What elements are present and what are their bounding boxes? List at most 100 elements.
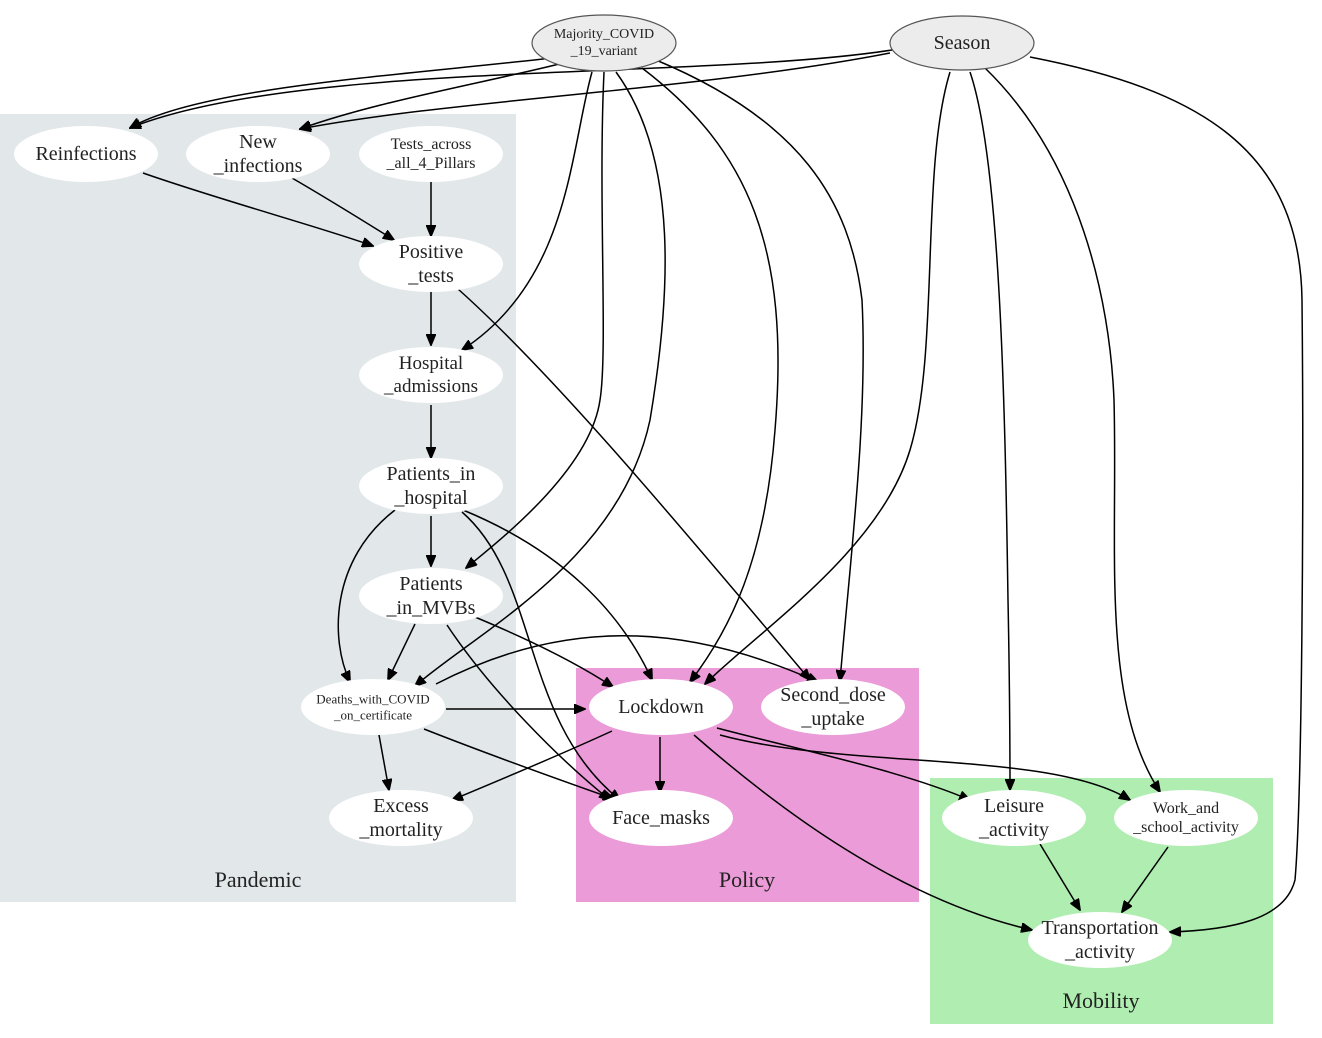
node-tests-across-all-4-pillars-shape bbox=[359, 126, 503, 182]
node-face-masks-shape bbox=[589, 790, 733, 846]
edge-lockdown-to-work-school bbox=[719, 734, 1130, 800]
edge-deaths-to-face-masks bbox=[423, 728, 614, 799]
node-excess-mortality-label-line-1: Excess bbox=[373, 795, 429, 817]
node-patients-in-mvbs: Patients_in_MVBs bbox=[359, 568, 503, 624]
edge-season-to-leisure bbox=[969, 71, 1010, 790]
node-patients-in-mvbs-label-line-1: Patients bbox=[399, 573, 463, 595]
node-work-and-school-activity-shape bbox=[1114, 790, 1258, 846]
node-new-infections-shape bbox=[186, 126, 330, 182]
node-reinfections-shape bbox=[14, 126, 158, 182]
edge-mvbs-to-face-masks bbox=[446, 624, 610, 800]
node-season-shape bbox=[889, 15, 1035, 71]
node-transportation-activity-label-line-2: _activity bbox=[1064, 941, 1135, 963]
edge-variant-to-patients-in-mvbs bbox=[466, 71, 605, 568]
node-season-label-line-1: Season bbox=[934, 32, 991, 54]
nodes: Majority_COVID _19_variant Season Reinfec… bbox=[14, 14, 1258, 968]
node-new-infections-label-line-2: _infections bbox=[213, 155, 303, 177]
node-patients-in-hospital-shape bbox=[359, 458, 503, 514]
node-new-infections: New_infections bbox=[186, 126, 330, 182]
node-majority-covid-variant-label-line-1: Majority_COVID bbox=[554, 27, 654, 42]
node-patients-in-hospital-label-line-2: _hospital bbox=[393, 487, 468, 509]
node-tests-across-all-4-pillars-label-line-1: Tests_across bbox=[391, 136, 472, 153]
cluster-policy-label: Policy bbox=[719, 867, 775, 892]
node-majority-covid-variant-shape bbox=[531, 14, 677, 72]
node-lockdown-label-line-1: Lockdown bbox=[618, 696, 704, 718]
node-hospital-admissions-shape bbox=[359, 347, 503, 403]
node-second-dose-uptake-shape bbox=[761, 679, 905, 735]
node-patients-in-mvbs-label-line-2: _in_MVBs bbox=[386, 597, 476, 619]
node-hospital-admissions-label-line-2: _admissions bbox=[383, 376, 478, 397]
node-deaths-with-covid-label-line-2: _on_certificate bbox=[333, 707, 412, 722]
node-work-and-school-activity-label-line-1: Work_and bbox=[1153, 800, 1219, 817]
node-face-masks-label-line-1: Face_masks bbox=[612, 807, 710, 829]
node-majority-covid-variant: Majority_COVID _19_variant bbox=[531, 14, 677, 72]
edge-deaths-to-excess-mortality bbox=[378, 734, 389, 790]
edge-season-to-reinfections bbox=[130, 49, 893, 128]
edges bbox=[130, 49, 1304, 932]
node-patients-in-hospital: Patients_in_hospital bbox=[359, 458, 503, 514]
node-deaths-with-covid: Deaths_with_COVID_on_certificate bbox=[301, 679, 445, 735]
edge-mvbs-to-lockdown bbox=[474, 616, 613, 687]
node-second-dose-uptake-label-line-2: _uptake bbox=[800, 708, 864, 730]
edge-new-infections-to-positive-tests bbox=[291, 177, 394, 240]
node-leisure-activity-shape bbox=[942, 790, 1086, 846]
node-leisure-activity-label-line-1: Leisure bbox=[984, 795, 1044, 817]
node-deaths-with-covid-shape bbox=[301, 679, 445, 735]
edge-season-to-lockdown bbox=[705, 71, 951, 684]
node-positive-tests: Positive_tests bbox=[359, 236, 503, 292]
node-leisure-activity: Leisure_activity bbox=[942, 790, 1086, 846]
node-hospital-admissions: Hospital_admissions bbox=[359, 347, 503, 403]
edge-mvbs-to-second-dose bbox=[435, 635, 818, 685]
node-patients-in-hospital-label-line-1: Patients_in bbox=[387, 463, 476, 485]
node-season: Season bbox=[889, 15, 1035, 71]
cluster-mobility-label: Mobility bbox=[1062, 988, 1139, 1013]
edge-variant-to-hospital-admissions bbox=[462, 71, 593, 350]
edge-reinfections-to-positive-tests bbox=[142, 172, 373, 246]
node-positive-tests-label-line-2: _tests bbox=[407, 265, 454, 287]
edge-patients-hospital-to-deaths bbox=[337, 509, 396, 682]
node-reinfections: Reinfections bbox=[14, 126, 158, 182]
edge-variant-to-deaths bbox=[415, 71, 666, 686]
node-lockdown-shape bbox=[589, 679, 733, 735]
edge-lockdown-to-transportation bbox=[693, 734, 1032, 930]
node-transportation-activity-shape bbox=[1028, 912, 1172, 968]
edge-season-to-transportation bbox=[1029, 56, 1304, 932]
node-excess-mortality: Excess_mortality bbox=[329, 790, 473, 846]
edge-variant-to-reinfections bbox=[130, 56, 561, 128]
edge-mvbs-to-deaths bbox=[388, 623, 416, 680]
node-excess-mortality-shape bbox=[329, 790, 473, 846]
cluster-pandemic-label: Pandemic bbox=[215, 867, 302, 892]
node-positive-tests-shape bbox=[359, 236, 503, 292]
node-second-dose-uptake-label-line-1: Second_dose bbox=[780, 684, 886, 706]
edge-leisure-to-transportation bbox=[1039, 843, 1080, 910]
edge-season-to-new-infections bbox=[300, 52, 891, 129]
edge-work-school-to-transportation bbox=[1122, 846, 1169, 912]
node-tests-across-all-4-pillars: Tests_across _all_4_Pillars bbox=[359, 126, 503, 182]
edge-lockdown-to-leisure bbox=[716, 727, 970, 800]
edge-variant-to-second-dose bbox=[655, 59, 864, 681]
node-new-infections-label-line-1: New bbox=[239, 131, 277, 153]
node-hospital-admissions-label-line-1: Hospital bbox=[399, 353, 463, 374]
node-majority-covid-variant-label-line-2: _19_variant bbox=[570, 44, 638, 59]
edge-patients-hospital-to-face-masks bbox=[461, 511, 620, 800]
edge-season-to-work-school bbox=[984, 67, 1160, 792]
node-work-and-school-activity-label-line-2: _school_activity bbox=[1132, 819, 1239, 836]
node-excess-mortality-label-line-2: _mortality bbox=[358, 819, 442, 841]
edge-lockdown-to-excess-mortality bbox=[452, 730, 613, 800]
node-face-masks: Face_masks bbox=[589, 790, 733, 846]
node-leisure-activity-label-line-2: _activity bbox=[978, 819, 1049, 841]
node-patients-in-mvbs-shape bbox=[359, 568, 503, 624]
node-reinfections-label-line-1: Reinfections bbox=[35, 143, 136, 165]
edge-patients-hospital-to-lockdown bbox=[462, 509, 652, 680]
edge-positive-tests-to-second-dose bbox=[457, 288, 810, 680]
edge-variant-to-lockdown bbox=[641, 67, 779, 682]
node-deaths-with-covid-label-line-1: Deaths_with_COVID bbox=[316, 692, 429, 707]
node-second-dose-uptake: Second_dose_uptake bbox=[761, 679, 905, 735]
node-lockdown: Lockdown bbox=[589, 679, 733, 735]
node-work-and-school-activity: Work_and _school_activity bbox=[1114, 790, 1258, 846]
node-transportation-activity-label-line-1: Transportation bbox=[1041, 917, 1158, 939]
edge-variant-to-new-infections bbox=[300, 59, 576, 129]
node-positive-tests-label-line-1: Positive bbox=[399, 241, 464, 263]
node-tests-across-all-4-pillars-label-line-2: _all_4_Pillars bbox=[386, 155, 476, 172]
